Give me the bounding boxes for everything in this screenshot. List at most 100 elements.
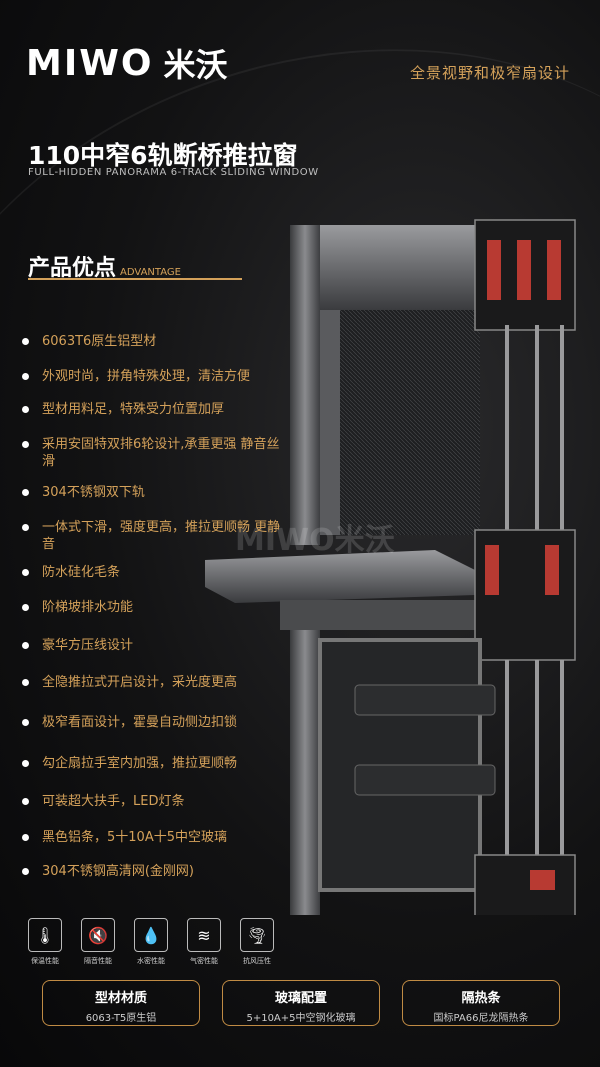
feature-item: 一体式下滑，强度更高，推拉更顺畅 更静音 [22,519,282,553]
interior-bar [354,764,496,796]
screen-mesh [320,310,480,535]
bullet-dot [22,798,29,805]
bullet-dot [22,760,29,767]
card-value: 5+10A+5中空钢化玻璃 [246,1013,356,1024]
perf-wind-resistance: 🌪抗风压性 [240,918,274,966]
glass-edge [535,660,539,900]
feature-item: 型材用料足，特殊受力位置加厚 [22,401,282,418]
thermal-strip [485,545,499,595]
mute-icon: 🔇 [81,918,115,952]
slogan: 全景视野和极窄扇设计 [409,64,570,82]
thermal-strip [530,870,555,890]
card-title: 型材材质 [94,991,147,1006]
bullet-dot [22,489,29,496]
feature-text: 6063T6原生铝型材 [42,334,157,349]
bullet-dot [22,679,29,686]
feature-text: 304不锈钢双下轨 [42,485,145,500]
perf-label: 气密性能 [190,957,218,965]
glass-edge [560,660,564,900]
profile-bottom [474,854,576,915]
bullet-dot [22,441,29,448]
glass-edge [535,325,539,535]
bullet-dot [22,719,29,726]
feature-text: 全隐推拉式开启设计，采光度更高 [42,675,238,690]
thermometer-icon: 🌡 [28,918,62,952]
feature-text: 304不锈钢高清网(金刚网) [42,864,194,879]
wind-icon: ≋ [187,918,221,952]
advantage-en: ADVANTAGE [120,267,181,278]
bullet-dot [22,373,29,380]
left-frame-lower [290,630,320,915]
bullet-dot [22,868,29,875]
watermark: MIWO米沃 [235,523,395,558]
feature-item: 豪华方压线设计 [22,637,282,654]
feature-text: 采用安固特双排6轮设计,承重更强 静音丝滑 [42,437,280,469]
feature-item: 全隐推拉式开启设计，采光度更高 [22,674,282,691]
card-title: 隔热条 [461,991,501,1006]
feature-text: 可装超大扶手，LED灯条 [42,794,185,809]
feature-text: 勾企扇拉手室内加强，推拉更顺畅 [42,756,238,771]
window-illustration: MIWO米沃 [205,219,576,915]
product-subtitle: FULL-HIDDEN PANORAMA 6-TRACK SLIDING WIN… [28,167,319,178]
lower-rail [280,600,480,630]
perf-soundproof: 🔇 隔音性能 [81,918,115,966]
feature-item: 6063T6原生铝型材 [22,333,282,350]
thermal-strip [545,545,559,595]
perf-airtight: ≋ 气密性能 [187,918,221,966]
feature-text: 黑色铝条，5十10A十5中空玻璃 [42,830,227,845]
bullet-dot [22,642,29,649]
interior-bar [354,684,496,716]
feature-item: 勾企扇拉手室内加强，推拉更顺畅 [22,755,282,772]
spec-cards: 型材材质 6063-T5原生铝 玻璃配置 5+10A+5中空钢化玻璃 隔热条国标PA… [42,980,560,1026]
feature-text: 外观时尚，拼角特殊处理，清洁方便 [42,369,251,384]
feature-item: 极窄看面设计，霍曼自动侧边扣锁 [22,714,282,731]
feature-item: 304不锈钢高清网(金刚网) [22,863,282,880]
advantage-zh: 产品优点 [28,256,117,281]
perf-label: 抗风压性 [243,957,271,965]
logo-chinese: 米沃 [163,46,228,84]
feature-item: 黑色铝条，5十10A十5中空玻璃 [22,829,282,846]
top-frame [290,225,480,310]
card-title: 玻璃配置 [274,991,327,1006]
feature-text: 型材用料足，特殊受力位置加厚 [42,402,225,417]
brand-logo: MIWO 米沃 [26,40,228,86]
feature-item: 防水硅化毛条 [22,564,282,581]
feature-item: 采用安固特双排6轮设计,承重更强 静音丝滑 [22,436,282,470]
window-sill [205,550,475,603]
card-value: 国标PA66尼龙隔热条 [433,1013,529,1024]
bullet-dot [22,524,29,531]
inner-jamb [320,310,340,535]
thermal-strip [487,240,501,300]
logo-mark: MIWO [26,42,154,84]
card-value: 6063-T5原生铝 [85,1013,157,1024]
bullet-dot [22,834,29,841]
perf-label: 保温性能 [31,957,59,965]
advantage-underline [28,278,242,280]
feature-text: 阶梯坡排水功能 [42,600,134,615]
left-frame-upper [290,225,320,545]
bullet-dot [22,338,29,345]
feature-item: 阶梯坡排水功能 [22,599,282,616]
perf-watertight: 💧水密性能 [134,918,168,966]
product-title: 110中窄6轨断桥推拉窗 [28,141,298,170]
bullet-dot [22,604,29,611]
feature-text: 一体式下滑，强度更高，推拉更顺畅 更静音 [42,520,281,552]
thermal-strip [547,240,561,300]
spec-card-strip: 隔热条国标PA66尼龙隔热条 [402,980,560,1026]
feature-item: 可装超大扶手，LED灯条 [22,793,282,810]
glass-edge [505,660,509,900]
feature-item: 304不锈钢双下轨 [22,484,282,501]
perf-label: 隔音性能 [84,957,112,965]
glass-edge [560,325,564,535]
feature-text: 豪华方压线设计 [42,638,134,653]
bullet-dot [22,406,29,413]
spec-card-glass: 玻璃配置 5+10A+5中空钢化玻璃 [222,980,380,1026]
feature-text: 防水硅化毛条 [42,565,121,580]
perf-label: 水密性能 [137,957,165,965]
performance-icons: 🌡 保温性能 🔇 隔音性能 💧水密性能 ≋ 气密性能 🌪抗风压性 [28,918,274,966]
spec-card-profile: 型材材质 6063-T5原生铝 [42,980,200,1026]
feature-text: 极窄看面设计，霍曼自动侧边扣锁 [42,715,238,730]
feature-item: 外观时尚，拼角特殊处理，清洁方便 [22,368,282,385]
thermal-strip [517,240,531,300]
